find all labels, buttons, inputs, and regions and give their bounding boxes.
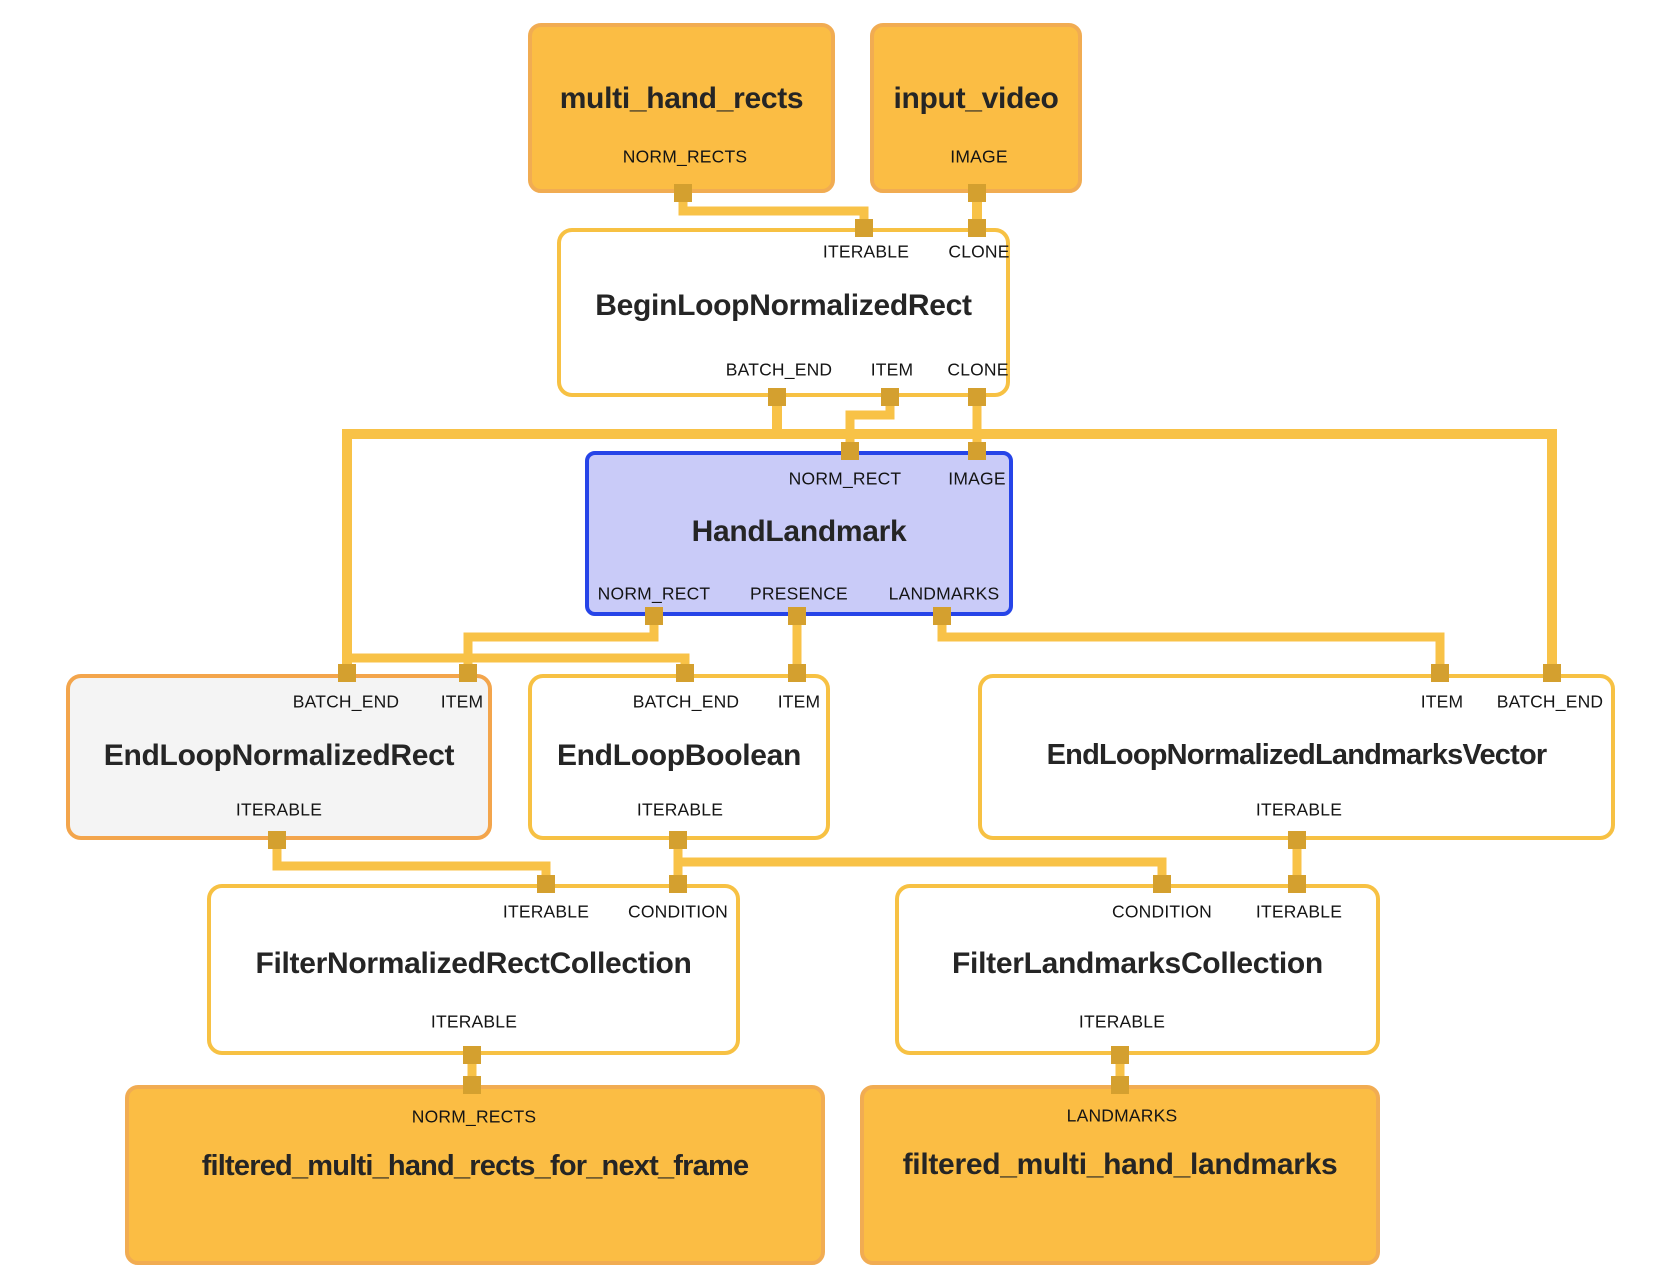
port-label-presence: PRESENCE: [750, 583, 848, 604]
port-label-norm_rects: NORM_RECTS: [622, 146, 748, 167]
port-label-batch_end: BATCH_END: [725, 359, 833, 380]
node-FilterLandmarksCollection[interactable]: FilterLandmarksCollection CONDITION ITERAB…: [895, 884, 1380, 1055]
port-label-item: ITEM: [440, 691, 484, 712]
node-title: FilterLandmarksCollection: [952, 947, 1323, 980]
port-label-norm_rect: NORM_RECT: [597, 583, 711, 604]
port-label-landmarks: LANDMARKS: [1066, 1105, 1178, 1126]
port-label-norm_rects: NORM_RECTS: [411, 1106, 537, 1127]
port-label-batch_end: BATCH_END: [632, 691, 740, 712]
node-title: HandLandmark: [691, 515, 907, 548]
port-label-batch_end: BATCH_END: [1496, 691, 1604, 712]
node-filtered_multi_hand_rects_for_next_frame[interactable]: filtered_multi_hand_rects_for_next_frame…: [125, 1085, 825, 1265]
port-label-condition: CONDITION: [628, 901, 728, 922]
port-label-image: IMAGE: [948, 468, 1006, 489]
port-label-iterable: ITERABLE: [636, 799, 724, 820]
node-title: filtered_multi_hand_rects_for_next_frame: [201, 1150, 749, 1182]
port-label-iterable: ITERABLE: [502, 901, 590, 922]
edge-EndLoopBoolean-ITERABLE-branch-to-FilterLC-CONDITION: [678, 857, 1167, 884]
port-label-clone: CLONE: [948, 241, 1010, 262]
edge-HandLandmark-LANDMARKS-to-EndLoopNLV-ITEM: [937, 616, 1445, 673]
port-label-norm_rect: NORM_RECT: [788, 468, 902, 489]
port-label-item: ITEM: [870, 359, 914, 380]
node-title: EndLoopBoolean: [556, 739, 802, 772]
port-label-iterable: ITERABLE: [1255, 901, 1343, 922]
port-label-iterable: ITERABLE: [430, 1011, 518, 1032]
node-title: filtered_multi_hand_landmarks: [902, 1148, 1338, 1181]
port-label-landmarks: LANDMARKS: [888, 583, 1000, 604]
port-label-item: ITEM: [1420, 691, 1464, 712]
node-title: EndLoopNormalizedLandmarksVector: [1046, 739, 1548, 771]
node-title: multi_hand_rects: [559, 82, 804, 115]
port-label-clone: CLONE: [947, 359, 1009, 380]
node-title: EndLoopNormalizedRect: [103, 739, 455, 772]
port-label-iterable: ITERABLE: [1255, 799, 1343, 820]
edge-BATCH_END-branch-to-EndLoopBoolean: [347, 653, 690, 673]
port-label-item: ITEM: [777, 691, 821, 712]
edge-BeginLoop-ITEM-to-HandLandmark-NORM_RECT: [845, 397, 895, 451]
node-title: input_video: [893, 82, 1059, 115]
node-EndLoopNormalizedRect[interactable]: EndLoopNormalizedRect BATCH_END ITEM ITERAB…: [66, 674, 492, 840]
node-EndLoopBoolean[interactable]: EndLoopBoolean BATCH_END ITEM ITERABLE: [528, 674, 830, 840]
port-label-iterable: ITERABLE: [235, 799, 323, 820]
node-filtered_multi_hand_landmarks[interactable]: filtered_multi_hand_landmarks LANDMARKS: [860, 1085, 1380, 1265]
node-BeginLoopNormalizedRect[interactable]: BeginLoopNormalizedRect ITERABLE CLONE BATC…: [557, 228, 1010, 397]
node-title: FilterNormalizedRectCollection: [255, 947, 692, 980]
port-label-batch_end: BATCH_END: [292, 691, 400, 712]
edge-multi_hand_rects-NORM_RECTS-to-BeginLoop-ITERABLE: [678, 193, 869, 228]
edge-EndLoopNormalizedRect-ITERABLE-to-FilterNRC-ITERABLE: [272, 840, 551, 884]
edge-HandLandmark-NORM_RECT-to-EndLoopNormalizedRect-ITEM: [463, 616, 659, 673]
node-EndLoopNormalizedLandmarksVector[interactable]: EndLoopNormalizedLandmarksVector ITEM BATC…: [978, 674, 1615, 840]
node-title: BeginLoopNormalizedRect: [595, 289, 972, 322]
port-label-image: IMAGE: [950, 146, 1008, 167]
port-label-iterable: ITERABLE: [822, 241, 910, 262]
port-label-iterable: ITERABLE: [1078, 1011, 1166, 1032]
port-label-condition: CONDITION: [1112, 901, 1212, 922]
